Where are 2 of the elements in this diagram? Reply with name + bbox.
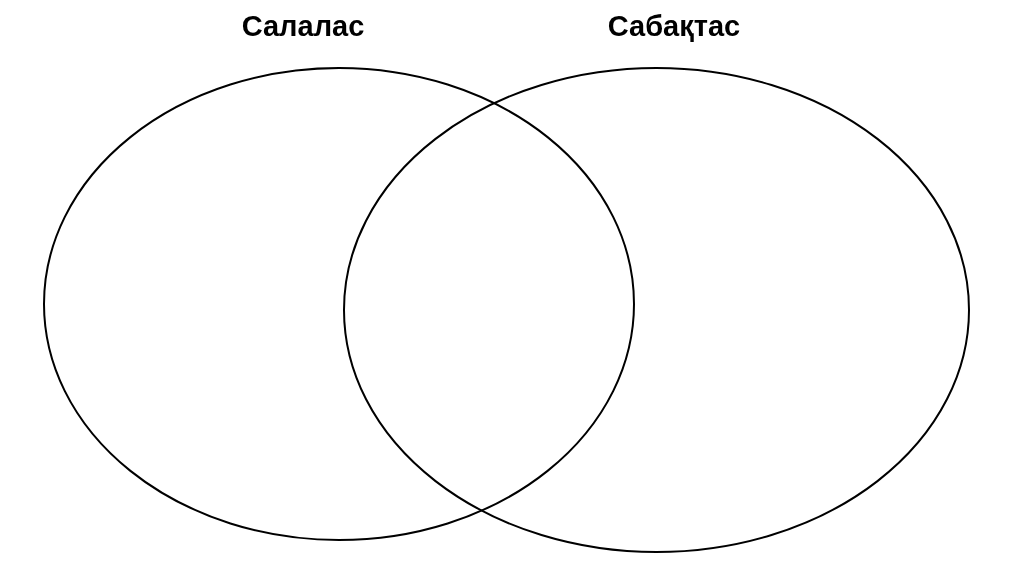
set-label: Салалас [241,10,365,43]
set-label: Сабақтас [607,10,741,43]
